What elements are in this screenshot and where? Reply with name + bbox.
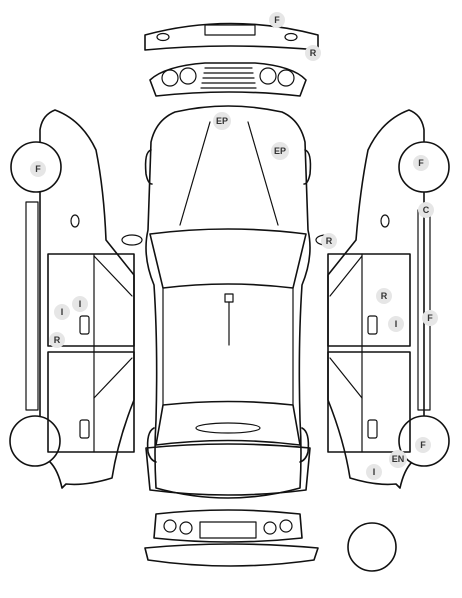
left-front-fender-bulge: [144, 149, 153, 185]
damage-marker[interactable]: EP: [271, 142, 289, 160]
rear-face[interactable]: [153, 509, 303, 543]
left-front-door-handle[interactable]: [79, 315, 90, 335]
right-rear-fender-bulge: [299, 427, 310, 463]
left-rear-door-handle[interactable]: [79, 419, 90, 439]
left-side-view[interactable]: [9, 109, 135, 489]
rear-license-plate: [199, 521, 257, 539]
trunk-lid[interactable]: [145, 443, 311, 496]
damage-marker[interactable]: F: [415, 437, 431, 453]
left-sill[interactable]: [25, 201, 39, 411]
left-rear-door[interactable]: [47, 351, 135, 453]
rear-window-emblem: [195, 422, 261, 434]
front-bumper[interactable]: [144, 22, 319, 51]
rear-light-right-outer: [279, 519, 293, 533]
damage-marker[interactable]: F: [422, 310, 438, 326]
damage-marker[interactable]: R: [321, 233, 337, 249]
left-fuel-cap: [70, 214, 80, 228]
damage-marker[interactable]: R: [376, 288, 392, 304]
damage-marker[interactable]: C: [418, 202, 434, 218]
headlight-right-outer: [277, 69, 295, 87]
left-rear-wheel[interactable]: [9, 415, 61, 467]
front-fog-light-right: [284, 32, 298, 42]
right-front-door[interactable]: [327, 253, 411, 347]
hood-crease-left: [179, 121, 211, 226]
windshield[interactable]: [149, 228, 307, 289]
damage-marker[interactable]: R: [305, 45, 321, 61]
right-window-line-lower: [329, 357, 363, 399]
right-front-fender-bulge: [303, 149, 312, 185]
rear-window[interactable]: [155, 400, 301, 446]
right-rear-door[interactable]: [327, 351, 411, 453]
damage-marker[interactable]: EN: [389, 450, 407, 468]
rear-bumper[interactable]: [144, 543, 319, 567]
headlight-left-inner: [179, 67, 197, 85]
right-rear-door-handle[interactable]: [367, 419, 378, 439]
right-front-door-handle[interactable]: [367, 315, 378, 335]
headlight-right-inner: [259, 67, 277, 85]
rear-light-left-outer: [163, 519, 177, 533]
left-side-mirror[interactable]: [121, 234, 143, 246]
car-top-view[interactable]: [121, 105, 337, 499]
damage-marker[interactable]: R: [49, 332, 65, 348]
front-grille: [200, 67, 257, 89]
headlight-left-outer: [161, 69, 179, 87]
roof-edges: [162, 287, 294, 406]
hood-crease-right: [247, 121, 279, 226]
left-window-line-lower: [93, 357, 133, 399]
damage-marker[interactable]: I: [366, 464, 382, 480]
damage-marker[interactable]: F: [269, 12, 285, 28]
right-fuel-cap: [380, 214, 390, 228]
front-license-plate: [204, 24, 256, 36]
damage-marker[interactable]: F: [30, 161, 46, 177]
left-rear-fender-bulge: [146, 427, 157, 463]
damage-marker[interactable]: I: [72, 296, 88, 312]
damage-markers: F R EP EP R F I I R F C R I F F EN I: [30, 12, 438, 480]
right-window-line-upper: [329, 255, 363, 297]
front-face[interactable]: [149, 62, 307, 97]
left-front-door[interactable]: [47, 253, 135, 347]
rear-light-left-inner: [179, 521, 193, 535]
front-fog-light-left: [156, 32, 170, 42]
rear-light-right-inner: [263, 521, 277, 535]
damage-marker[interactable]: F: [413, 155, 429, 171]
left-window-line-upper: [93, 255, 133, 297]
spare-wheel[interactable]: [347, 522, 397, 572]
damage-marker[interactable]: I: [54, 304, 70, 320]
damage-marker[interactable]: I: [388, 316, 404, 332]
damage-marker[interactable]: EP: [213, 112, 231, 130]
